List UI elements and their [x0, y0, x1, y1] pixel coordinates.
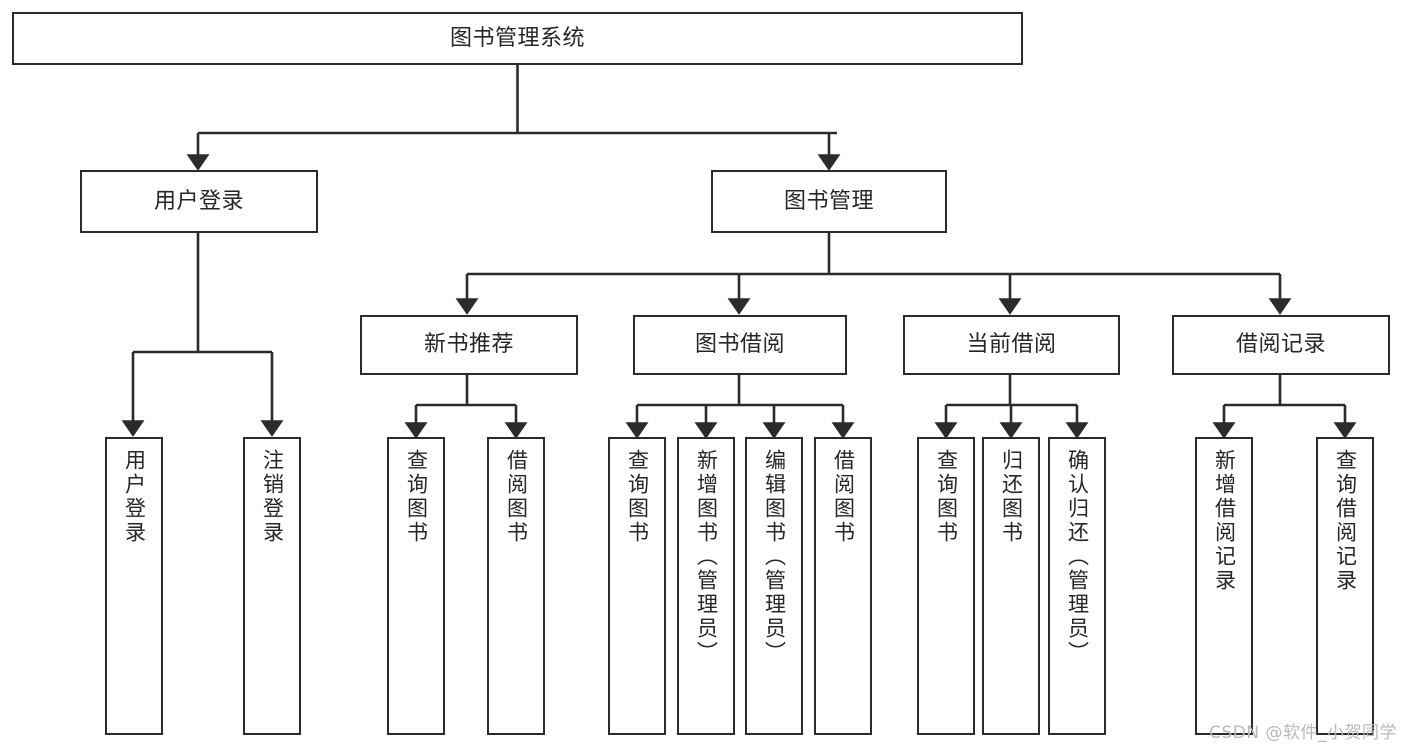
node-root-book-management-system[interactable]: 图书管理系统: [12, 12, 1023, 65]
leaf-new-book-query-book[interactable]: 查询图书: [387, 437, 445, 735]
leaf-current-borrow-return-book[interactable]: 归还图书: [982, 437, 1040, 735]
leaf-book-borrow-query-book[interactable]: 查询图书: [608, 437, 666, 735]
node-label: 新增借阅记录: [1212, 449, 1237, 593]
node-label: 归还图书: [999, 449, 1024, 545]
leaf-borrow-record-add-record[interactable]: 新增借阅记录: [1195, 437, 1253, 735]
node-label: 注销登录: [260, 449, 285, 545]
node-label: 查询图书: [625, 449, 650, 545]
node-new-book-recommend[interactable]: 新书推荐: [360, 315, 578, 375]
node-label: 图书借阅: [694, 332, 785, 358]
leaf-book-borrow-edit-book-admin[interactable]: 编辑图书（管理员）: [745, 437, 803, 735]
node-book-management[interactable]: 图书管理: [711, 170, 947, 233]
node-label: 查询图书: [404, 449, 429, 545]
leaf-user-login-logout[interactable]: 注销登录: [243, 437, 301, 735]
node-label: 图书管理系统: [449, 25, 585, 51]
node-label: 查询借阅记录: [1333, 449, 1358, 593]
leaf-borrow-record-query-record[interactable]: 查询借阅记录: [1316, 437, 1374, 735]
node-label: 借阅图书: [504, 449, 529, 545]
node-user-login[interactable]: 用户登录: [80, 170, 318, 233]
node-label: 借阅记录: [1235, 332, 1326, 358]
node-label: 当前借阅: [966, 332, 1057, 358]
leaf-book-borrow-borrow-book[interactable]: 借阅图书: [814, 437, 872, 735]
node-label: 编辑图书（管理员）: [762, 449, 787, 665]
node-label: 用户登录: [153, 188, 244, 214]
leaf-new-book-borrow-book[interactable]: 借阅图书: [487, 437, 545, 735]
node-borrow-record[interactable]: 借阅记录: [1172, 315, 1390, 375]
node-label: 新增图书（管理员）: [694, 449, 719, 665]
node-label: 新书推荐: [423, 332, 514, 358]
leaf-user-login-login[interactable]: 用户登录: [105, 437, 163, 735]
node-book-borrow[interactable]: 图书借阅: [633, 315, 847, 375]
node-label: 用户登录: [122, 449, 147, 545]
node-current-borrow[interactable]: 当前借阅: [903, 315, 1120, 375]
node-label: 借阅图书: [831, 449, 856, 545]
watermark-csdn: CSDN @软件_小贺同学: [1209, 723, 1397, 743]
node-label: 图书管理: [783, 188, 874, 214]
leaf-book-borrow-add-book-admin[interactable]: 新增图书（管理员）: [677, 437, 735, 735]
leaf-current-borrow-query-book[interactable]: 查询图书: [917, 437, 975, 735]
leaf-current-borrow-confirm-return-admin[interactable]: 确认归还（管理员）: [1048, 437, 1106, 735]
node-label: 确认归还（管理员）: [1065, 449, 1090, 665]
node-label: 查询图书: [934, 449, 959, 545]
